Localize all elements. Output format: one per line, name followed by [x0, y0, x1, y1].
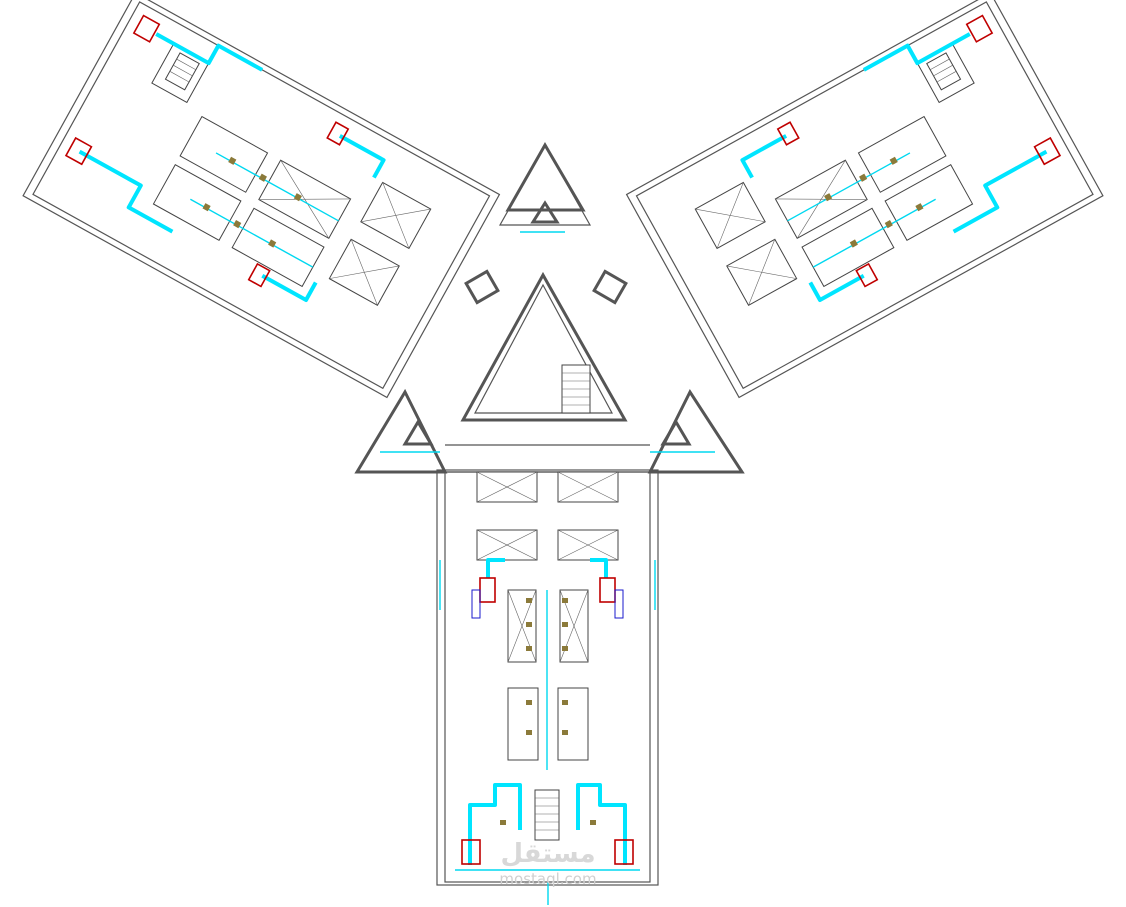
fan-coil-unit — [461, 839, 481, 865]
diffuser — [526, 700, 532, 705]
fan-coil-unit — [132, 14, 161, 43]
fan-coil-unit — [855, 262, 879, 288]
room — [557, 687, 589, 761]
branch-duct — [812, 198, 936, 268]
diffuser — [824, 193, 833, 202]
supply-duct — [261, 274, 318, 303]
stair — [561, 364, 591, 414]
diffuser — [562, 730, 568, 735]
diffuser — [889, 156, 898, 165]
watermark-url: mostaql.com — [499, 870, 596, 888]
fan-coil-unit — [326, 121, 350, 146]
diffuser — [526, 622, 532, 627]
diffuser — [228, 156, 237, 165]
diffuser — [258, 173, 267, 182]
diffuser — [590, 820, 596, 825]
diffuser — [202, 203, 211, 212]
diffuser — [526, 598, 532, 603]
central-hub — [354, 141, 745, 474]
supply-duct — [952, 149, 1048, 234]
stair — [926, 52, 962, 91]
watermark-arabic: مستقل — [500, 839, 595, 869]
branch-duct — [215, 152, 339, 222]
diffuser — [562, 598, 568, 603]
branch-duct — [190, 198, 314, 268]
supply-duct — [862, 32, 971, 72]
room — [507, 687, 539, 761]
diffuser — [884, 220, 893, 229]
fan-coil-unit — [247, 262, 271, 288]
diffuser — [859, 173, 868, 182]
supply-duct — [155, 32, 264, 72]
supply-duct — [576, 783, 627, 865]
fan-coil-unit — [614, 839, 634, 865]
south-wing — [436, 469, 659, 905]
fan-coil-unit — [64, 136, 93, 166]
fan-coil-unit — [1033, 136, 1062, 166]
diffuser — [526, 730, 532, 735]
room — [857, 115, 947, 193]
diffuser — [562, 622, 568, 627]
thermostat-box — [471, 589, 481, 619]
fan-coil-unit — [776, 121, 800, 146]
branch-duct — [787, 152, 911, 222]
thermostat-box — [614, 589, 624, 619]
supply-duct — [808, 274, 865, 303]
shaft — [464, 269, 500, 305]
diffuser — [293, 193, 302, 202]
diffuser — [526, 646, 532, 651]
supply-duct — [590, 558, 608, 578]
room — [179, 115, 269, 193]
right-wing — [625, 0, 1104, 399]
diffuser — [233, 220, 242, 229]
diffuser — [500, 820, 506, 825]
stair — [164, 52, 200, 91]
supply-duct — [338, 134, 386, 179]
stair — [534, 789, 560, 841]
fan-coil-unit — [599, 577, 616, 603]
diffuser — [849, 239, 858, 248]
fan-coil-unit — [479, 577, 496, 603]
left-wing — [22, 0, 501, 399]
supply-duct — [740, 134, 788, 179]
diffuser — [268, 239, 277, 248]
diffuser — [562, 700, 568, 705]
supply-duct — [486, 558, 505, 578]
shaft — [592, 269, 628, 305]
diffuser — [915, 203, 924, 212]
watermark: مستقل mostaql.com — [499, 839, 596, 888]
supply-duct — [78, 149, 174, 234]
fan-coil-unit — [965, 14, 994, 43]
diffuser — [562, 646, 568, 651]
supply-duct — [468, 783, 522, 865]
